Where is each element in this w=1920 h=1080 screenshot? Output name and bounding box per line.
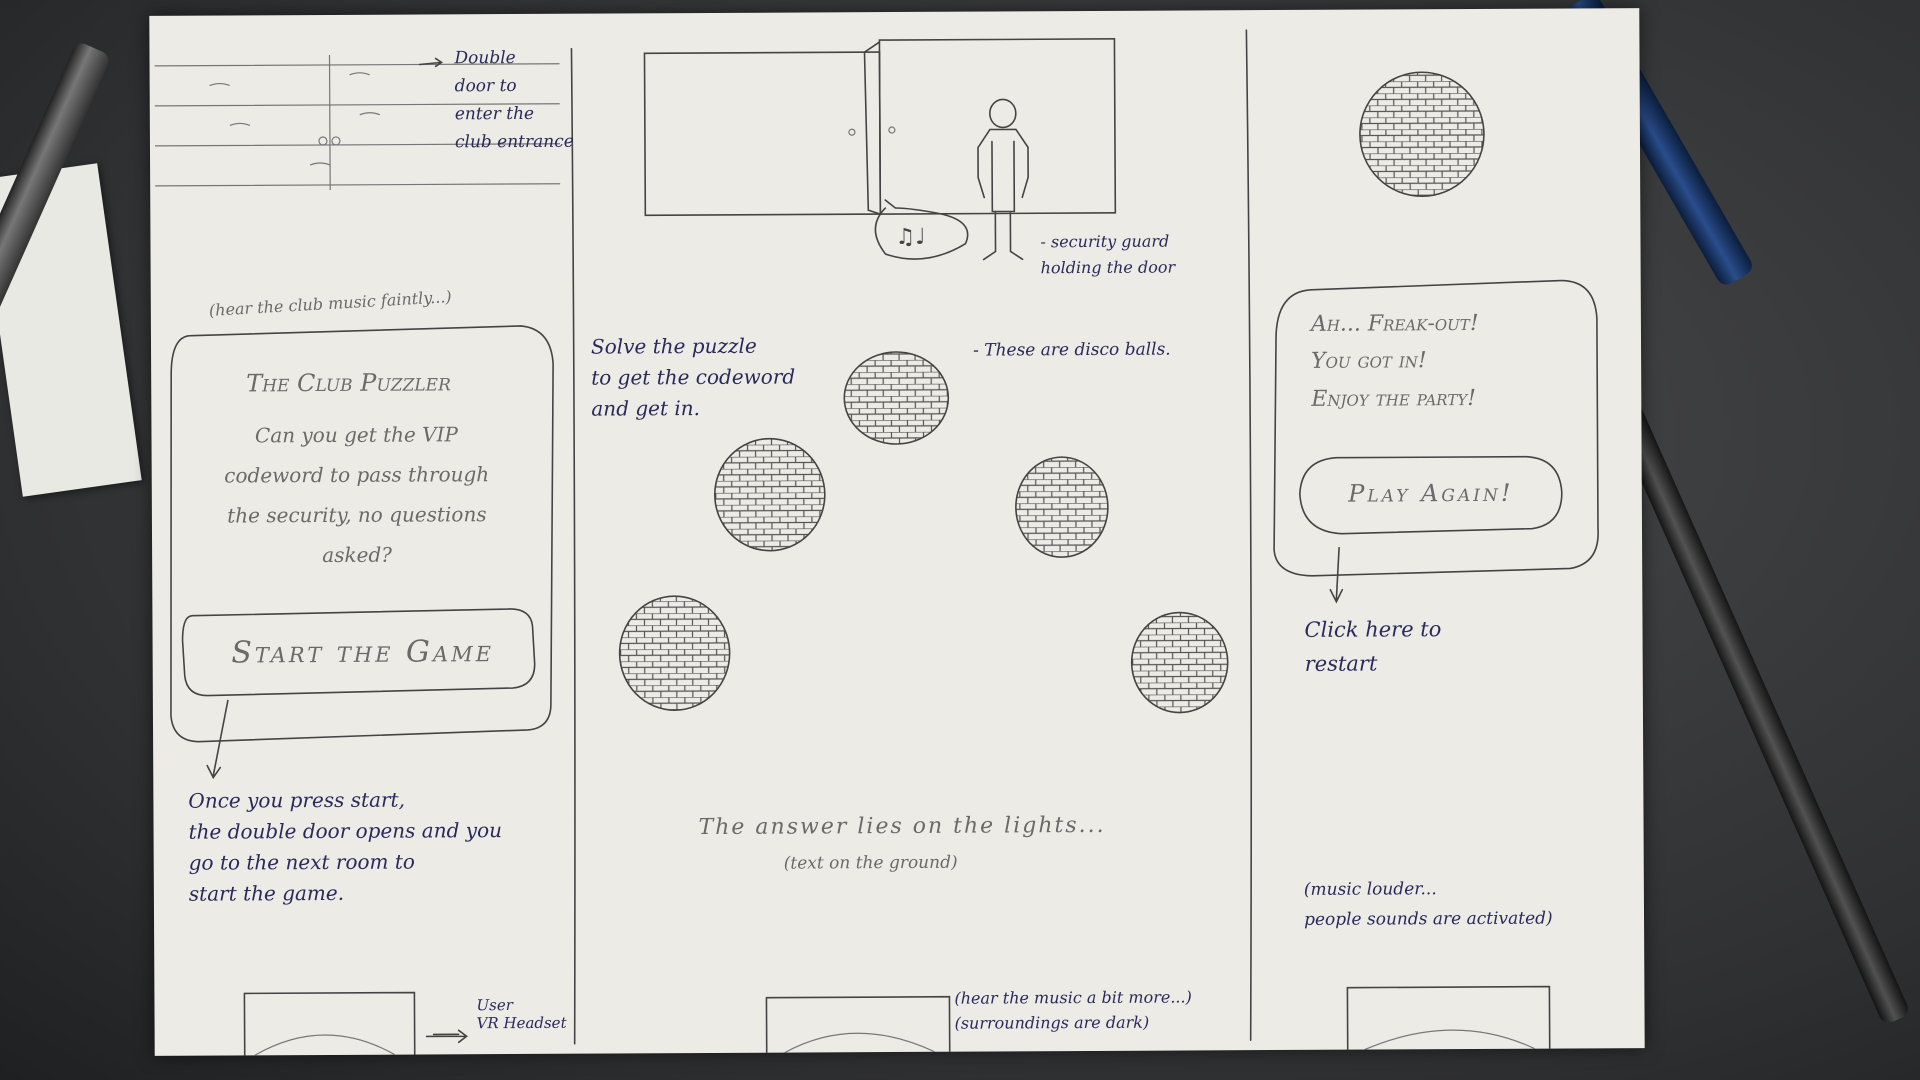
- disco-ball-icon: [714, 437, 826, 552]
- music-notes-icon: ♫♩: [895, 225, 925, 250]
- start-button-frame: [181, 608, 536, 697]
- answer-subtext: (text on the ground): [783, 852, 958, 874]
- play-again-button[interactable]: Play Again!: [1348, 478, 1514, 508]
- disco-ball-icon: [1130, 611, 1229, 714]
- start-game-button[interactable]: Start the Game: [231, 634, 495, 671]
- divider-2: [1245, 29, 1253, 1041]
- music-bubble: [874, 199, 969, 260]
- music-more-note: (hear the music a bit more...) (surround…: [954, 987, 1192, 1033]
- double-door: [643, 38, 1117, 217]
- divider-1: [570, 47, 576, 1045]
- sketch-lines: ♫♩: [154, 29, 1599, 1056]
- disco-ball-icon: [618, 595, 731, 711]
- start-note: Once you press start, the double door op…: [188, 787, 503, 906]
- disco-note: - These are disco balls.: [972, 339, 1171, 361]
- win-message: Ah... Freak-out! You got in! Enjoy the p…: [1310, 310, 1479, 412]
- door-sketch: [154, 54, 561, 190]
- win-frame: [1273, 279, 1599, 577]
- music-louder-note: (music louder... people sounds are activ…: [1303, 879, 1553, 930]
- disco-ball-icon: [1015, 456, 1109, 558]
- restart-note: Click here to restart: [1304, 617, 1442, 676]
- guard-note: - security guard holding the door: [1040, 231, 1176, 277]
- disco-ball-icon: [843, 351, 950, 445]
- headset-note: User VR Headset: [476, 996, 567, 1033]
- answer-text: The answer lies on the lights...: [698, 812, 1106, 841]
- game-description: Can you get the VIP codeword to pass thr…: [224, 422, 490, 568]
- sketch-paper: ♫♩ Double door to enter th: [149, 8, 1645, 1056]
- door-note: Double door to enter the club entrance: [454, 47, 574, 153]
- security-guard: [977, 98, 1029, 261]
- play-again-frame: [1299, 455, 1563, 535]
- menu-frame: [170, 325, 554, 743]
- disco-ball-icon: [1359, 71, 1485, 198]
- game-title: The Club Puzzler: [246, 368, 451, 398]
- puzzle-note: Solve the puzzle to get the codeword and…: [590, 333, 796, 421]
